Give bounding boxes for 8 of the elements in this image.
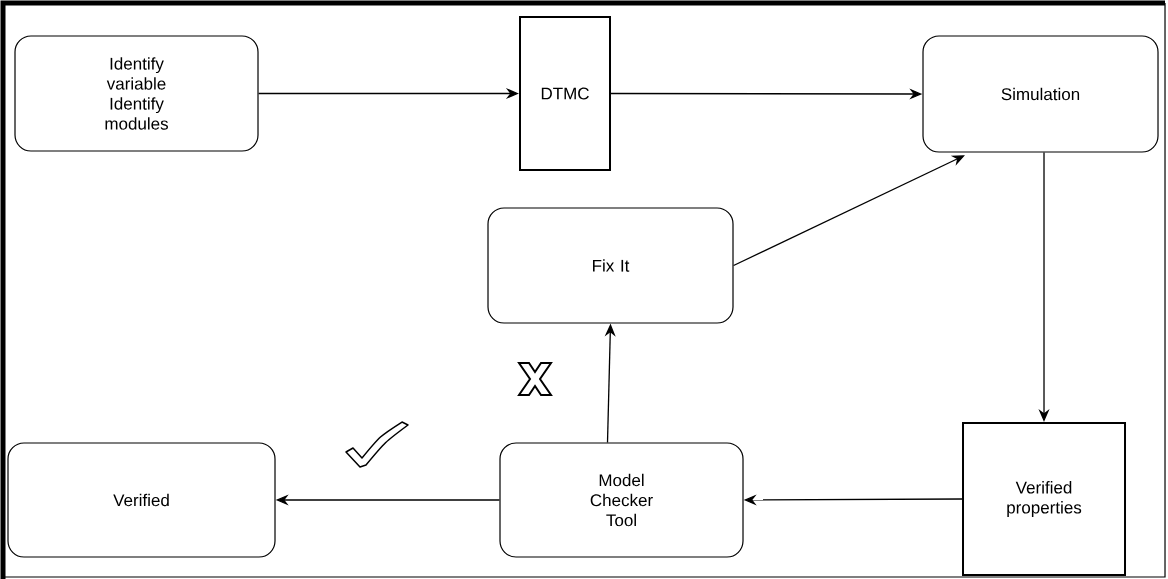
process-box: Identify variable Identify modules bbox=[14, 35, 259, 152]
arrow bbox=[732, 155, 965, 267]
process-box: DTMC bbox=[519, 16, 611, 171]
process-box: Simulation bbox=[922, 35, 1159, 153]
process-box: Fix It bbox=[487, 207, 734, 324]
process-box: Verified properties bbox=[962, 422, 1126, 576]
process-box: Model Checker Tool bbox=[499, 442, 744, 558]
process-box: Verified bbox=[7, 442, 276, 558]
